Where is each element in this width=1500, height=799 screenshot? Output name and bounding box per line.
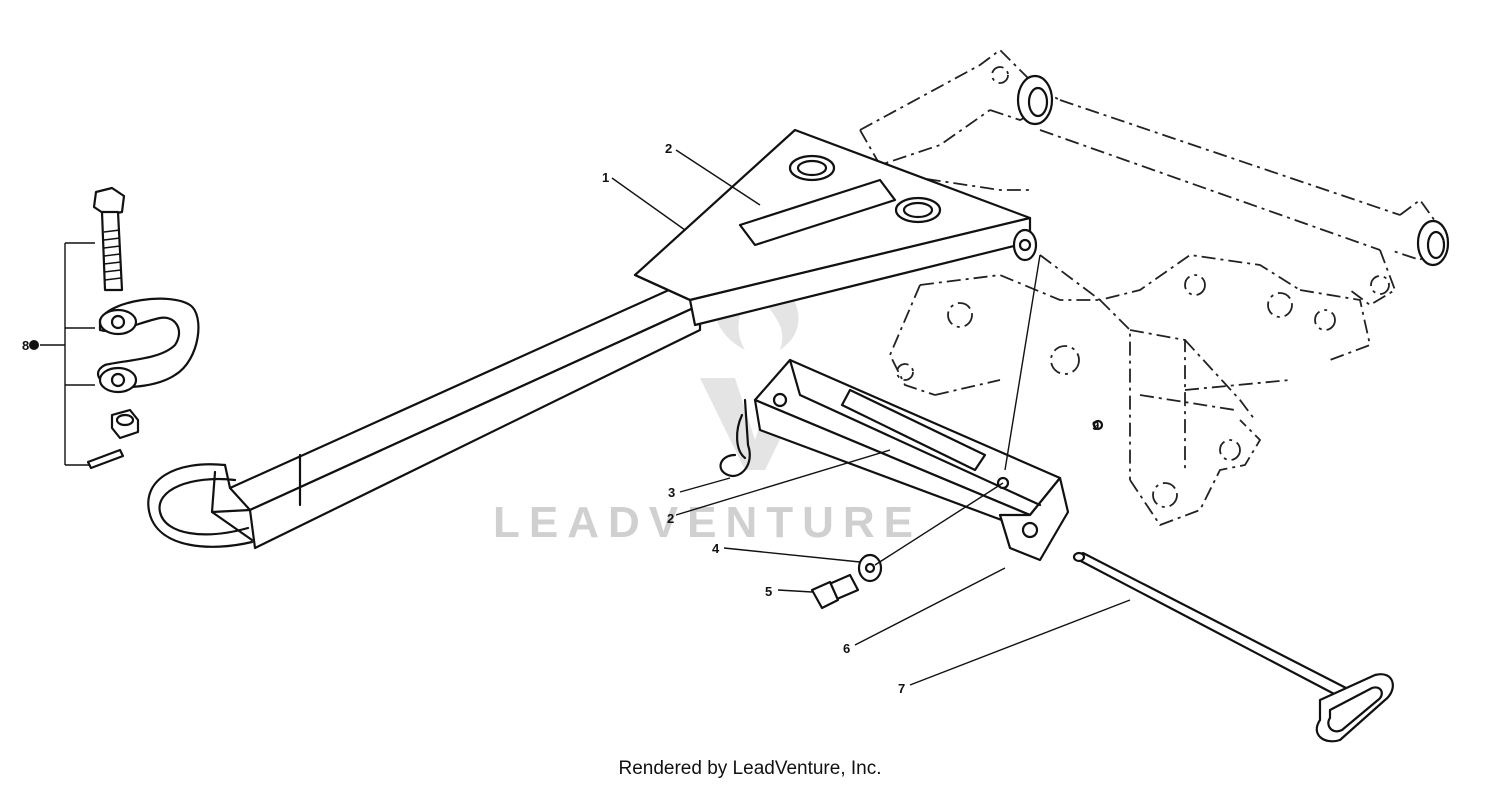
callout-4: 4 [712,541,720,556]
callout-3: 3 [668,485,675,500]
drawbar-plate [633,128,1038,327]
callout-8: 8 [22,338,29,353]
callout-1: 1 [602,170,609,185]
callout-7: 7 [898,681,905,696]
tractor-frame [859,48,1450,527]
callout-6: 6 [843,641,850,656]
washer-and-bolt [810,419,1104,610]
callout-5: 5 [765,584,772,599]
callouts: 1 2 2 3 4 5 6 7 8 9 [22,141,1099,696]
credit-text: Rendered by LeadVenture, Inc. [618,758,882,779]
callout-2: 2 [665,141,672,156]
hitch-pin [1072,551,1394,743]
hitch-bracket [753,358,1070,562]
callout-9: 9 [1092,418,1099,433]
hitch-clip [719,398,751,478]
leader-lines [611,149,1131,686]
callout-2: 2 [667,511,674,526]
clevis-assembly [29,186,200,470]
